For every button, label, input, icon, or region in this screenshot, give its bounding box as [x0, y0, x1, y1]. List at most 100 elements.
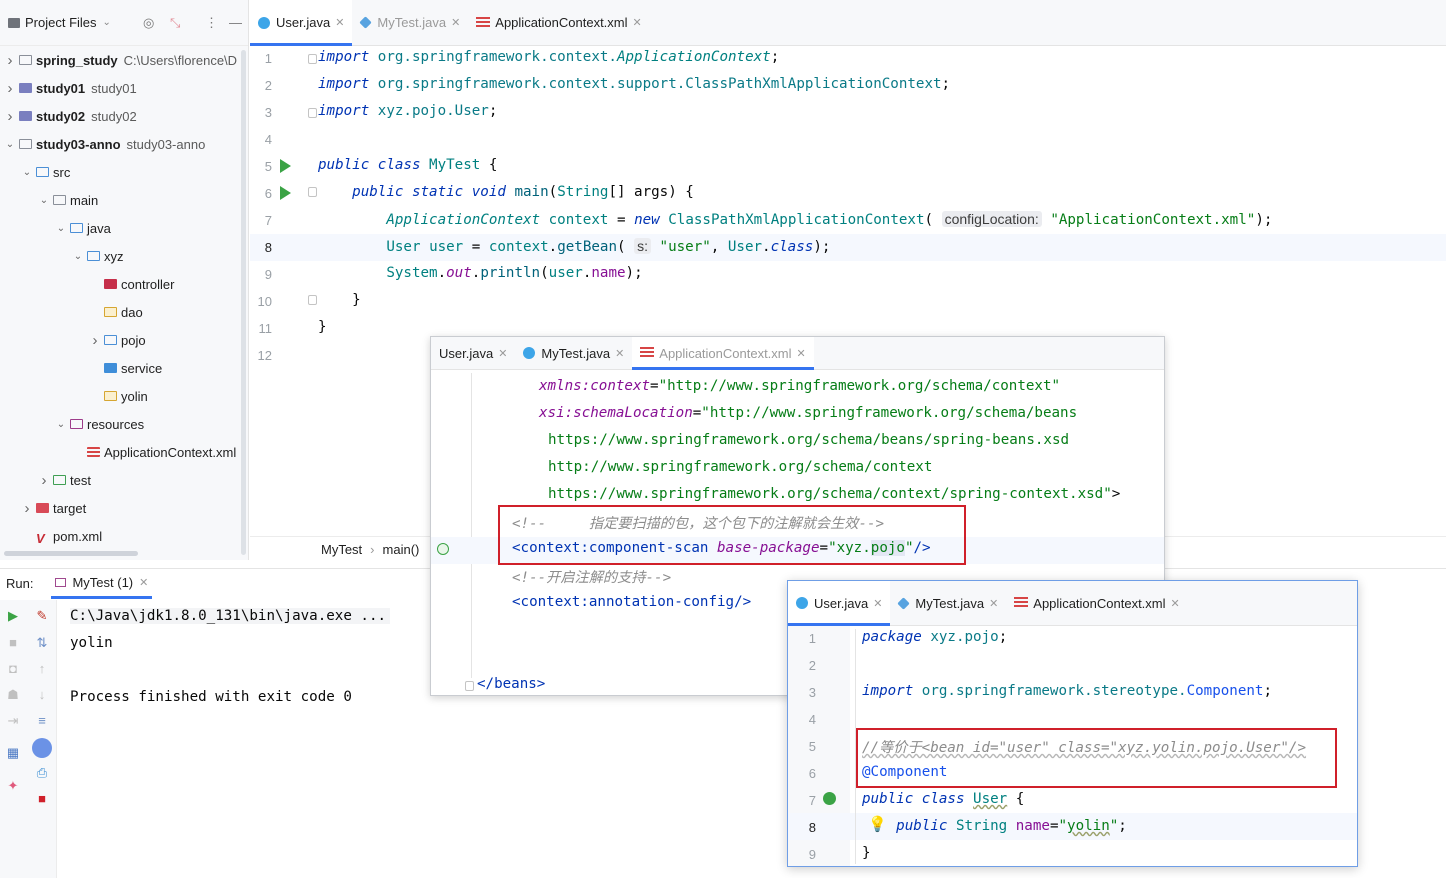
chevron-down-icon[interactable]: ⌄ — [22, 166, 32, 178]
chevron-right-icon[interactable]: › — [92, 331, 98, 349]
tab-mytest-java[interactable]: MyTest.java ✕ — [515, 337, 632, 369]
package-icon — [87, 251, 100, 261]
project-vertical-scrollbar[interactable] — [241, 50, 246, 555]
fold-marker[interactable] — [308, 108, 317, 118]
chevron-right-icon[interactable]: › — [41, 471, 47, 489]
soft-wrap-icon[interactable]: ≡ — [38, 713, 46, 728]
tree-item-target[interactable]: ›target — [21, 494, 87, 522]
line-number: 6 — [808, 766, 816, 781]
tab-application-context-xml[interactable]: ApplicationContext.xml ✕ — [1006, 581, 1187, 625]
chevron-down-icon[interactable]: ⌄ — [56, 222, 66, 234]
stop-icon[interactable]: ■ — [9, 635, 17, 650]
tree-item-java[interactable]: ⌄java — [55, 214, 111, 242]
chevron-right-icon[interactable]: › — [7, 79, 13, 97]
tree-item-path: C:\Users\florence\D — [123, 52, 238, 68]
line-number: 3 — [264, 105, 272, 120]
camera-icon[interactable]: ◘ — [9, 661, 17, 676]
tree-item-label: spring_study — [36, 52, 118, 68]
rerun-icon[interactable]: ▶ — [8, 608, 18, 623]
collapse-icon[interactable]: ⤡ — [170, 15, 181, 30]
user-java-editor[interactable]: User.java ✕ MyTest.java ✕ ApplicationCon… — [787, 580, 1358, 867]
avatar[interactable] — [32, 738, 52, 758]
tab-user-java[interactable]: User.java ✕ — [439, 345, 508, 361]
tab-user-java[interactable]: User.java ✕ — [250, 0, 353, 46]
chevron-down-icon[interactable]: ⌄ — [102, 17, 111, 28]
code-line-8: User user = context.getBean( s: "user", … — [386, 238, 831, 255]
down-arrow-icon[interactable]: ↓ — [38, 687, 46, 702]
close-icon[interactable]: ✕ — [498, 347, 508, 360]
close-icon[interactable]: ✕ — [451, 17, 461, 29]
breadcrumb-method[interactable]: main() — [382, 542, 420, 557]
tree-item-path: study02 — [91, 108, 137, 124]
layout-icon[interactable]: ▦ — [6, 745, 20, 760]
tree-item-xyz[interactable]: ⌄xyz — [72, 242, 124, 270]
tree-item-service[interactable]: service — [89, 354, 162, 382]
chevron-right-icon[interactable]: › — [7, 107, 13, 125]
spring-bean-icon[interactable] — [823, 792, 836, 805]
pin-icon[interactable]: ✦ — [7, 778, 19, 793]
edit-config-icon[interactable]: ✎ — [36, 608, 48, 623]
up-arrow-icon[interactable]: ↑ — [38, 661, 46, 676]
tab-user-java[interactable]: User.java ✕ — [788, 581, 891, 626]
tree-item-applicationcontext-xml[interactable]: ApplicationContext.xml — [72, 438, 236, 466]
project-horizontal-scrollbar[interactable] — [4, 551, 138, 556]
spring-bean-icon[interactable] — [437, 543, 449, 555]
tab-application-context-xml[interactable]: ApplicationContext.xml ✕ — [468, 0, 649, 45]
chevron-down-icon[interactable]: ⌄ — [56, 418, 66, 430]
run-toolbar: ▶ ✎ ■ ⇅ ◘ ↑ ☗ ↓ ⇥ ≡ ▦ ⎙ ✦ ■ — [0, 600, 57, 878]
fold-marker[interactable] — [308, 54, 317, 64]
print-icon[interactable]: ⎙ — [36, 765, 48, 780]
close-icon[interactable]: ✕ — [1170, 597, 1180, 610]
tree-item-label: ApplicationContext.xml — [104, 444, 237, 460]
maven-icon: V — [36, 531, 45, 546]
close-icon[interactable]: ✕ — [615, 347, 625, 360]
hide-panel-icon[interactable]: — — [229, 15, 242, 30]
chevron-down-icon[interactable]: ⌄ — [39, 194, 49, 206]
xml-component-scan: <context:component-scan base-package="xy… — [512, 540, 931, 556]
close-icon[interactable]: ✕ — [632, 17, 642, 29]
tab-application-context-xml[interactable]: ApplicationContext.xml ✕ — [632, 337, 815, 370]
tree-item-main[interactable]: ⌄main — [38, 186, 98, 214]
run-class-icon[interactable] — [280, 159, 291, 173]
sort-icon[interactable]: ⇅ — [36, 635, 48, 650]
console-command-line[interactable]: C:\Java\jdk1.8.0_131\bin\java.exe ... — [70, 608, 391, 624]
close-icon[interactable]: ✕ — [873, 597, 883, 610]
debug-icon[interactable]: ☗ — [7, 687, 19, 702]
tab-mytest-java[interactable]: MyTest.java ✕ — [352, 0, 468, 45]
tree-item-pojo[interactable]: ›pojo — [89, 326, 146, 354]
close-icon[interactable]: ✕ — [796, 347, 806, 360]
run-tab-mytest[interactable]: MyTest (1) ✕ — [51, 569, 153, 599]
code-line-9: System.out.println(user.name); — [386, 265, 643, 281]
close-icon[interactable]: ✕ — [139, 576, 149, 589]
tree-item-resources[interactable]: ⌄resources — [55, 410, 144, 438]
chevron-right-icon[interactable]: › — [24, 499, 30, 517]
project-view-selector[interactable]: Project Files — [25, 15, 97, 30]
close-icon[interactable]: ✕ — [989, 597, 999, 610]
fold-marker[interactable] — [308, 187, 317, 197]
tree-item-test[interactable]: ›test — [38, 466, 91, 494]
fold-marker[interactable] — [465, 681, 474, 691]
locate-icon[interactable]: ◎ — [143, 15, 155, 30]
options-menu-icon[interactable]: ⋮ — [205, 15, 218, 30]
tree-item-dao[interactable]: dao — [89, 298, 143, 326]
breadcrumb-class[interactable]: MyTest — [321, 542, 363, 557]
tree-item-spring-study[interactable]: › spring_study C:\Users\florence\D — [4, 46, 238, 74]
tree-item-controller[interactable]: controller — [89, 270, 174, 298]
chevron-right-icon[interactable]: › — [7, 51, 13, 69]
tab-mytest-java[interactable]: MyTest.java ✕ — [890, 581, 1006, 625]
lightbulb-icon[interactable]: 💡 — [868, 816, 887, 833]
line-number: 3 — [808, 685, 816, 700]
trash-icon[interactable]: ■ — [38, 791, 46, 806]
fold-marker[interactable] — [308, 295, 317, 305]
chevron-down-icon[interactable]: ⌄ — [73, 250, 83, 262]
tree-item-yolin[interactable]: yolin — [89, 382, 148, 410]
chevron-down-icon[interactable]: ⌄ — [5, 138, 15, 150]
exit-icon[interactable]: ⇥ — [7, 713, 19, 728]
run-method-icon[interactable] — [280, 186, 291, 200]
close-icon[interactable]: ✕ — [335, 17, 345, 29]
tree-item-src[interactable]: ⌄src — [21, 158, 71, 186]
